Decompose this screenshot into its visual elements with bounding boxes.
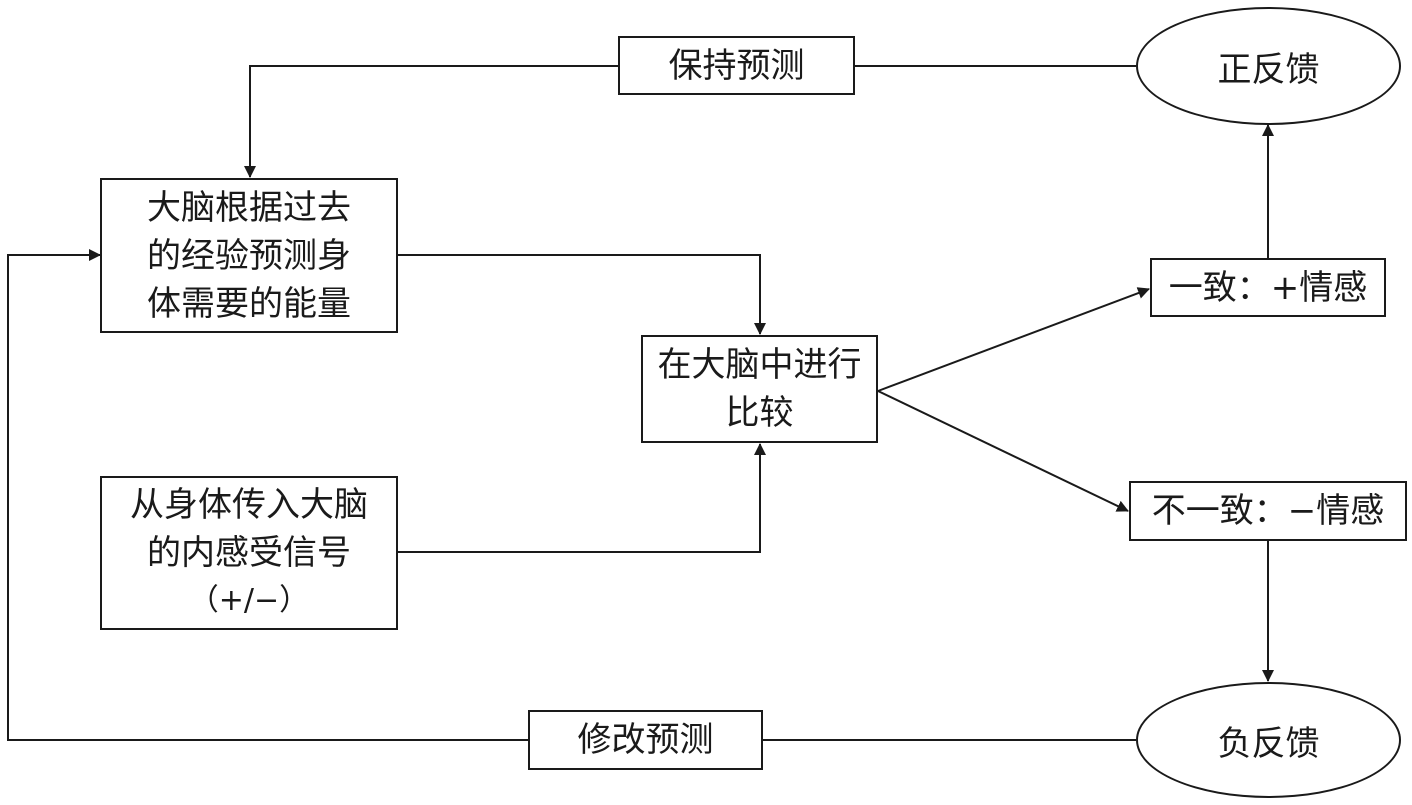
arrow-modify-to-brain — [7, 249, 528, 741]
negative-feedback-node: 负反馈 — [1136, 682, 1401, 798]
inconsistent-box: 不一致：−情感 — [1129, 481, 1407, 541]
arrow-brain-to-compare — [398, 254, 766, 335]
consistent-label: 一致：+情感 — [1168, 267, 1368, 308]
arrow-maintain-to-brain — [244, 65, 618, 178]
modify-prediction-box: 修改预测 — [528, 710, 763, 770]
compare-line-2: 比较 — [725, 393, 794, 433]
interoceptive-signal-box: 从身体传入大脑 的内感受信号 （+/−） — [100, 476, 398, 630]
brain-prediction-box: 大脑根据过去 的经验预测身 体需要的能量 — [100, 178, 398, 333]
maintain-prediction-label: 保持预测 — [668, 45, 805, 86]
arrow-compare-to-consistent — [877, 287, 1150, 392]
interoceptive-line-3: （+/−） — [188, 583, 310, 618]
brain-prediction-line-3: 体需要的能量 — [147, 283, 351, 324]
brain-prediction-line-2: 的经验预测身 — [147, 235, 351, 276]
modify-prediction-label: 修改预测 — [577, 720, 714, 760]
arrow-interoceptive-to-compare — [398, 443, 766, 553]
maintain-prediction-box: 保持预测 — [618, 36, 855, 95]
positive-feedback-label: 正反馈 — [1217, 49, 1320, 90]
brain-prediction-line-1: 大脑根据过去 — [147, 187, 351, 228]
compare-box: 在大脑中进行 比较 — [641, 335, 878, 443]
negative-feedback-label: 负反馈 — [1217, 723, 1320, 764]
interoceptive-line-2: 的内感受信号 — [147, 533, 351, 573]
consistent-box: 一致：+情感 — [1150, 258, 1386, 317]
interoceptive-line-1: 从身体传入大脑 — [130, 485, 368, 525]
inconsistent-label: 不一致：−情感 — [1151, 491, 1385, 531]
positive-feedback-node: 正反馈 — [1136, 7, 1401, 125]
arrow-compare-to-inconsistent — [877, 390, 1129, 512]
compare-line-1: 在大脑中进行 — [657, 345, 862, 385]
